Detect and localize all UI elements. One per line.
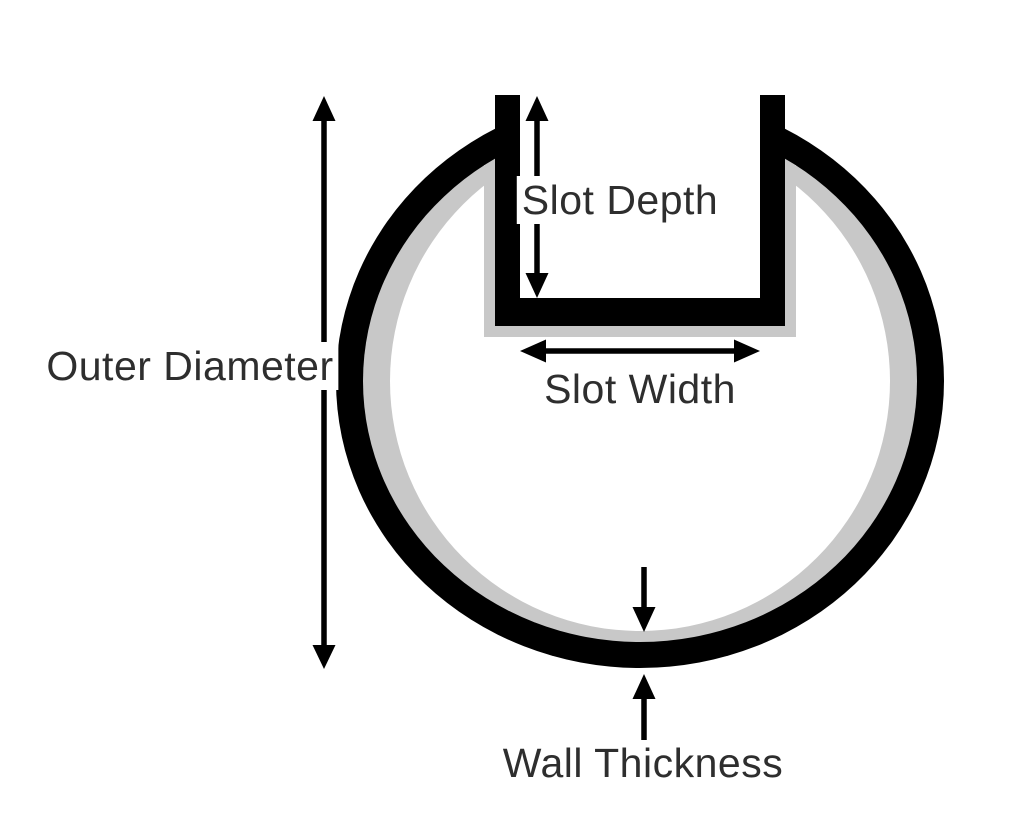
slot-lining-bottom [484, 326, 796, 337]
slot-depth-label: Slot Depth [516, 176, 724, 224]
arrow-up-head [525, 96, 549, 121]
wall-thickness-label: Wall Thickness [502, 740, 784, 786]
slot-lining-right [785, 165, 796, 337]
arrow-down-head [312, 645, 336, 669]
arrow-down-head [525, 273, 549, 298]
arrow-down-head [632, 607, 656, 632]
slot-channel-wall [495, 95, 785, 326]
wall-thickness-upper-arrow [632, 567, 656, 632]
arrow-left-head [520, 339, 546, 363]
slot-opening [520, 46, 760, 298]
arrow-up-head [312, 96, 336, 121]
slot-lining-left [484, 165, 495, 337]
arrow-right-head [734, 339, 760, 363]
wall-thickness-lower-arrow [632, 674, 656, 740]
arrow-up-head [632, 674, 656, 699]
slot-width-label: Slot Width [544, 366, 736, 412]
outer-diameter-label: Outer Diameter [41, 342, 339, 390]
slot-width-arrow [520, 339, 760, 363]
